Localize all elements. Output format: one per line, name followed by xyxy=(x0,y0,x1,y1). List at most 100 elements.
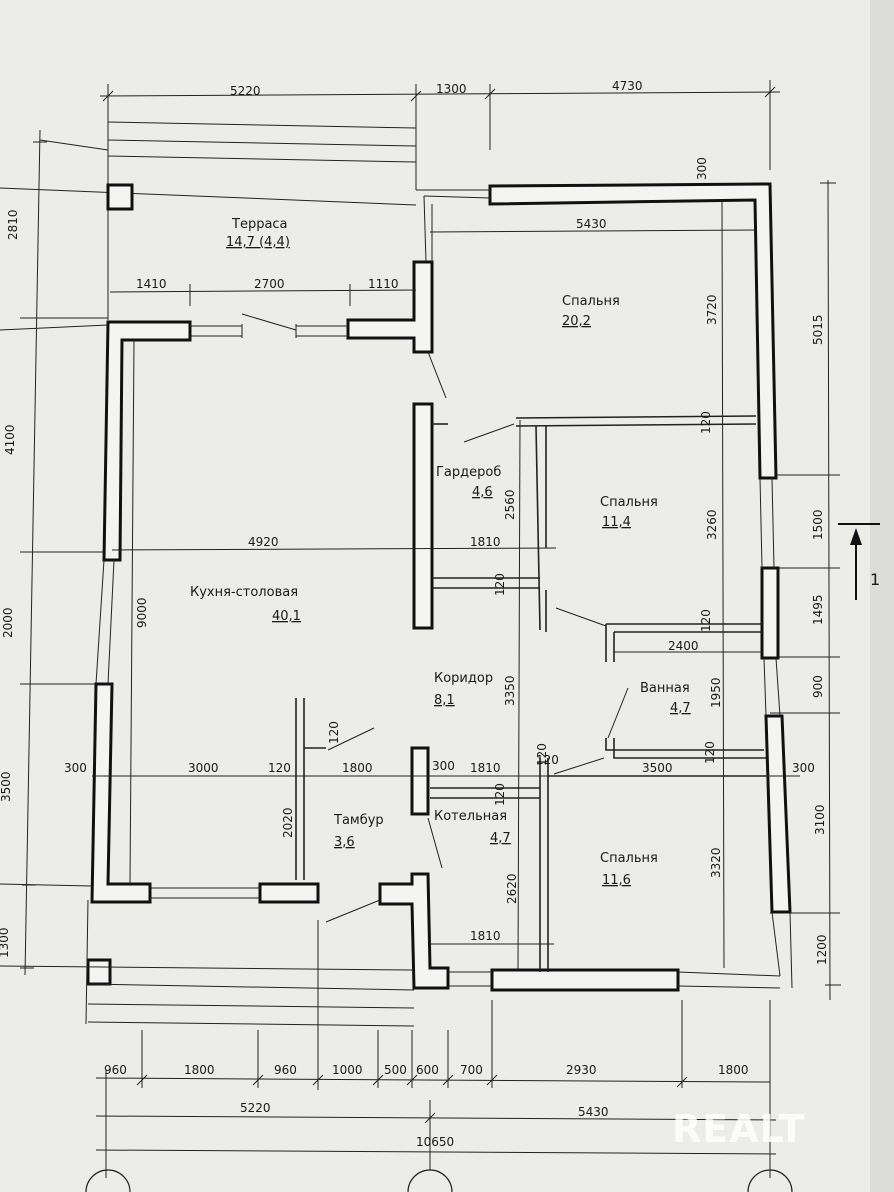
dim-bottom-1: 960 xyxy=(104,1063,127,1077)
wall-terrace-divider xyxy=(346,260,434,354)
room-name-terrace: Терраса xyxy=(231,217,288,232)
dim-3320: 3320 xyxy=(709,847,723,878)
dim-row-1800: 1800 xyxy=(342,761,373,775)
room-name-bathroom: Ванная xyxy=(640,681,690,696)
room-area-bedroom-1: 20,2 xyxy=(562,314,591,329)
wall-entrance-corner xyxy=(378,872,450,990)
dim-wall-120-b: 120 xyxy=(493,573,507,596)
dim-wall-120-e: 120 xyxy=(703,741,717,764)
dim-row-3000: 3000 xyxy=(188,761,219,775)
room-area-vestibule: 3,6 xyxy=(334,835,355,850)
room-name-bedroom-2: Спальня xyxy=(600,495,658,510)
dim-bottom-6: 600 xyxy=(416,1063,439,1077)
dim-bottom-9: 1800 xyxy=(718,1063,749,1077)
right-dimensions xyxy=(770,179,841,1001)
dim-top-1: 5220 xyxy=(230,84,261,98)
dim-wall-120-f: 120 xyxy=(493,783,507,806)
dim-left-4: 3500 xyxy=(0,771,13,802)
dim-bottom-3: 960 xyxy=(274,1063,297,1077)
room-name-wardrobe: Гардероб xyxy=(436,465,501,480)
wall-kitchen-bottom-segment xyxy=(258,882,320,904)
wall-bottom-main xyxy=(490,968,680,992)
watermark-logo: REALT xyxy=(672,1107,805,1151)
dim-terrace-1110: 1110 xyxy=(368,277,399,291)
dim-wardrobe-1810: 1810 xyxy=(470,535,501,549)
dim-row-1810: 1810 xyxy=(470,761,501,775)
room-area-bathroom: 4,7 xyxy=(670,701,691,716)
dim-top-3: 4730 xyxy=(612,79,643,93)
room-area-boiler: 4,7 xyxy=(490,831,511,846)
windows-thin-walls xyxy=(95,189,793,989)
wall-boiler-column xyxy=(410,746,430,816)
room-area-kitchen: 40,1 xyxy=(272,609,301,624)
dim-left-2: 4100 xyxy=(3,424,17,455)
dim-3720: 3720 xyxy=(705,294,719,325)
dim-left-3: 2000 xyxy=(1,607,15,638)
dim-wall-120-c: 120 xyxy=(699,609,713,632)
dim-left-5: 1300 xyxy=(0,927,11,958)
wall-wardrobe xyxy=(412,402,434,630)
dim-row-120-b: 120 xyxy=(536,753,559,767)
dim-2020: 2020 xyxy=(281,807,295,838)
terrace-post xyxy=(106,183,134,211)
dim-right-3: 1495 xyxy=(811,594,825,625)
dim-wall-120-a: 120 xyxy=(699,411,713,434)
bottom-dimensions xyxy=(85,1000,793,1192)
porch-lines xyxy=(0,883,415,1027)
dim-terrace-2700: 2700 xyxy=(254,277,285,291)
dim-bottom-2: 1800 xyxy=(184,1063,215,1077)
dim-right-5: 3100 xyxy=(813,804,827,835)
dim-right-6: 1200 xyxy=(815,934,829,965)
dim-kitchen-9000: 9000 xyxy=(135,597,149,628)
dim-right-4: 900 xyxy=(811,675,825,698)
dim-bottom-5: 500 xyxy=(384,1063,407,1077)
dim-bottom-4: 1000 xyxy=(332,1063,363,1077)
dim-right-2: 1500 xyxy=(811,509,825,540)
paper-edge xyxy=(870,0,894,1192)
wall-kitchen-left-bottom xyxy=(90,682,152,904)
room-name-corridor: Коридор xyxy=(434,671,493,686)
dim-total: 10650 xyxy=(416,1135,454,1149)
dim-1950: 1950 xyxy=(709,677,723,708)
dim-wall-300: 300 xyxy=(695,157,709,180)
partitions xyxy=(295,415,766,972)
room-area-bedroom-2: 11,4 xyxy=(602,515,631,530)
dim-total-right: 5430 xyxy=(578,1105,609,1119)
wall-right-window-pier xyxy=(760,566,780,660)
room-area-terrace: 14,7 (4,4) xyxy=(226,235,290,250)
dim-terrace-1410: 1410 xyxy=(136,277,167,291)
top-dimensions xyxy=(99,80,781,190)
dim-wall-120-g: 120 xyxy=(535,743,549,766)
dim-3350: 3350 xyxy=(503,675,517,706)
room-area-wardrobe: 4,6 xyxy=(472,485,493,500)
dim-left-1: 2810 xyxy=(6,209,20,240)
dim-wall-120-d: 120 xyxy=(327,721,341,744)
terrace-deck xyxy=(0,110,417,331)
room-name-bedroom-3: Спальня xyxy=(600,851,658,866)
interior-dimension-lines xyxy=(92,199,800,1090)
dim-3260: 3260 xyxy=(705,509,719,540)
dim-row-300-left: 300 xyxy=(64,761,87,775)
room-name-kitchen: Кухня-столовая xyxy=(190,585,298,600)
dim-bottom-7: 700 xyxy=(460,1063,483,1077)
dim-bath-2400: 2400 xyxy=(668,639,699,653)
room-name-bedroom-1: Спальня xyxy=(562,294,620,309)
dim-boiler-1810: 1810 xyxy=(470,929,501,943)
section-number: 1 xyxy=(870,570,880,589)
room-area-corridor: 8,1 xyxy=(434,693,455,708)
dim-bedroom-5430: 5430 xyxy=(576,217,607,231)
dim-kitchen-4920: 4920 xyxy=(248,535,279,549)
doors xyxy=(241,313,629,923)
dim-row-120: 120 xyxy=(268,761,291,775)
dim-row-3500: 3500 xyxy=(642,761,673,775)
left-dimensions xyxy=(20,129,108,976)
dim-2620: 2620 xyxy=(505,873,519,904)
dim-row-300-right: 300 xyxy=(792,761,815,775)
room-name-vestibule: Тамбур xyxy=(333,813,384,828)
dim-2560: 2560 xyxy=(503,489,517,520)
dim-top-2: 1300 xyxy=(436,82,467,96)
room-name-boiler: Котельная xyxy=(434,809,507,824)
dim-total-left: 5220 xyxy=(240,1101,271,1115)
